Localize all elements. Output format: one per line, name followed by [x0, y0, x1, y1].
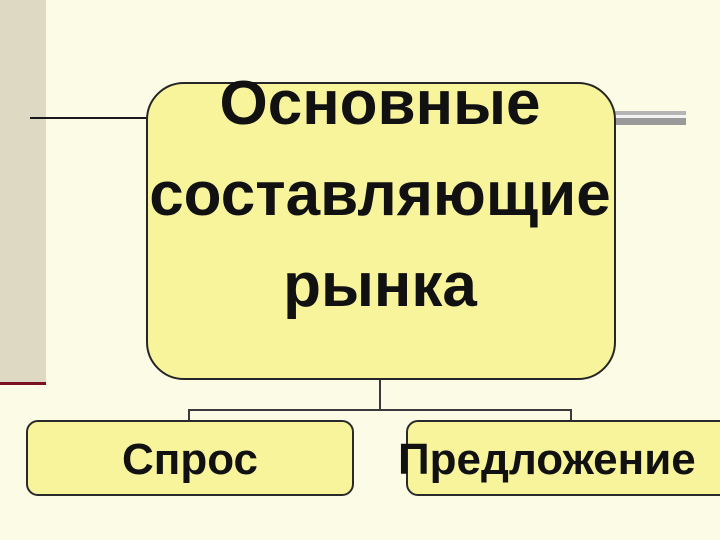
connector-right-drop	[570, 409, 572, 421]
child-node-demand-box	[26, 420, 354, 496]
title-rule-line	[30, 117, 170, 119]
connector-horizontal	[188, 409, 572, 411]
child-node-supply-label: Предложение	[398, 435, 696, 484]
left-decorative-band	[0, 0, 46, 383]
left-band-underline	[0, 382, 46, 385]
child-node-supply-box	[406, 420, 720, 496]
connector-vertical	[379, 380, 381, 410]
accent-bar	[608, 111, 686, 125]
root-line-3: рынка	[283, 251, 477, 320]
root-line-1: Основные	[219, 69, 541, 138]
connector-left-drop	[188, 409, 190, 421]
root-node-box	[146, 82, 616, 380]
root-node-text: Основные составляющие рынка	[70, 58, 690, 331]
child-node-demand-label: Спрос	[122, 435, 258, 484]
root-line-2: составляющие	[149, 160, 611, 229]
